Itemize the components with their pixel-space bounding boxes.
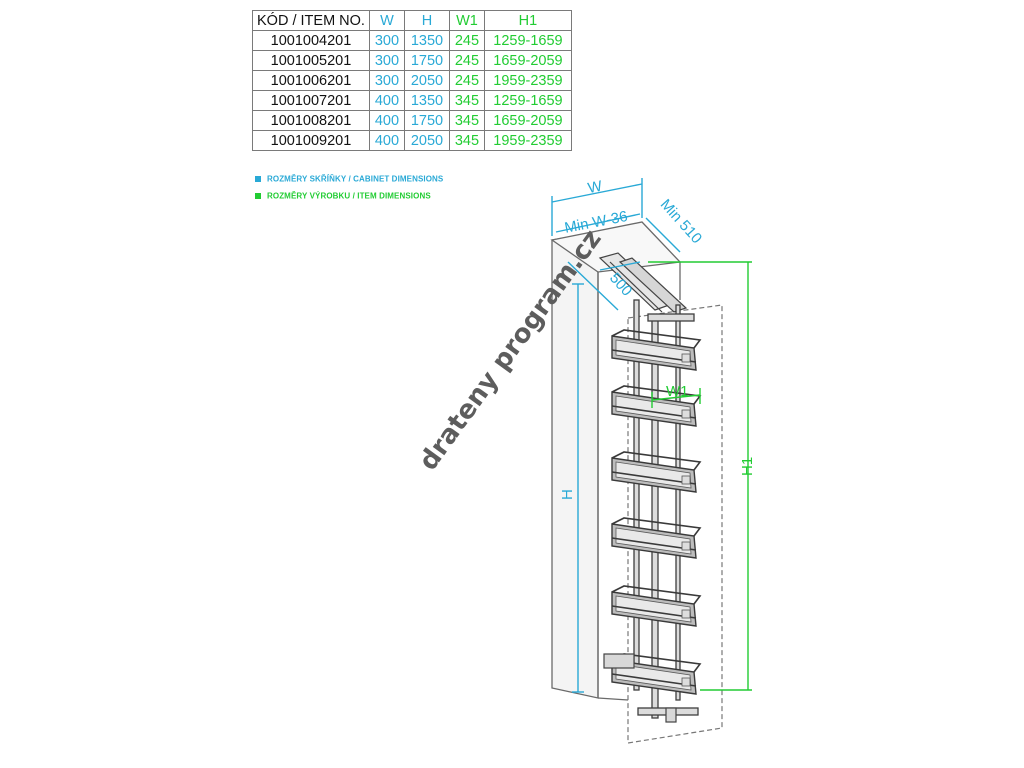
- legend-item-label: ROZMĚRY VÝROBKU / ITEM DIMENSIONS: [267, 191, 431, 201]
- label-min-depth: Min 510: [657, 196, 705, 247]
- bottom-mechanism: [603, 653, 677, 723]
- legend-cabinet-label: ROZMĚRY SKŘÍŇKY / CABINET DIMENSIONS: [267, 174, 444, 184]
- label-h: H: [559, 489, 576, 500]
- cell-w1: 245: [448, 30, 485, 51]
- legend-item: ROZMĚRY VÝROBKU / ITEM DIMENSIONS: [255, 191, 431, 200]
- cell-w: 400: [368, 130, 405, 151]
- cell-h1: 1959-2359: [483, 130, 572, 151]
- cell-h1: 1259-1659: [483, 90, 572, 111]
- legend-cabinet: ROZMĚRY SKŘÍŇKY / CABINET DIMENSIONS: [255, 174, 443, 183]
- item-dimension-lines: [648, 261, 752, 691]
- cabinet-color-swatch: [255, 175, 261, 182]
- cell-item-code: 1001009201: [252, 130, 370, 151]
- item-color-swatch: [255, 192, 261, 199]
- cell-item-code: 1001008201: [252, 110, 370, 131]
- cell-h: 2050: [403, 70, 450, 91]
- cell-item-code: 1001006201: [252, 70, 370, 91]
- cell-item-code: 1001007201: [252, 90, 370, 111]
- top-rail: [598, 252, 688, 313]
- basket: [611, 451, 702, 493]
- cell-w: 400: [368, 110, 405, 131]
- basket: [611, 585, 702, 627]
- cell-w: 300: [368, 30, 405, 51]
- cabinet-outline: [550, 221, 682, 701]
- cell-item-code: 1001005201: [252, 50, 370, 71]
- baskets-group: [611, 329, 702, 695]
- label-w: W: [586, 177, 604, 197]
- basket: [611, 385, 702, 427]
- cell-w: 300: [368, 70, 405, 91]
- cell-h1: 1259-1659: [483, 30, 572, 51]
- cabinet-dimension-lines: [551, 178, 681, 693]
- label-w1: W1: [666, 383, 689, 400]
- table-header-row: KÓD / ITEM NO. W H W1 H1: [252, 10, 572, 31]
- basket: [611, 329, 702, 371]
- cell-w1: 345: [448, 110, 485, 131]
- basket: [611, 517, 702, 559]
- label-h1: H1: [739, 457, 756, 476]
- cell-h: 1750: [403, 110, 450, 131]
